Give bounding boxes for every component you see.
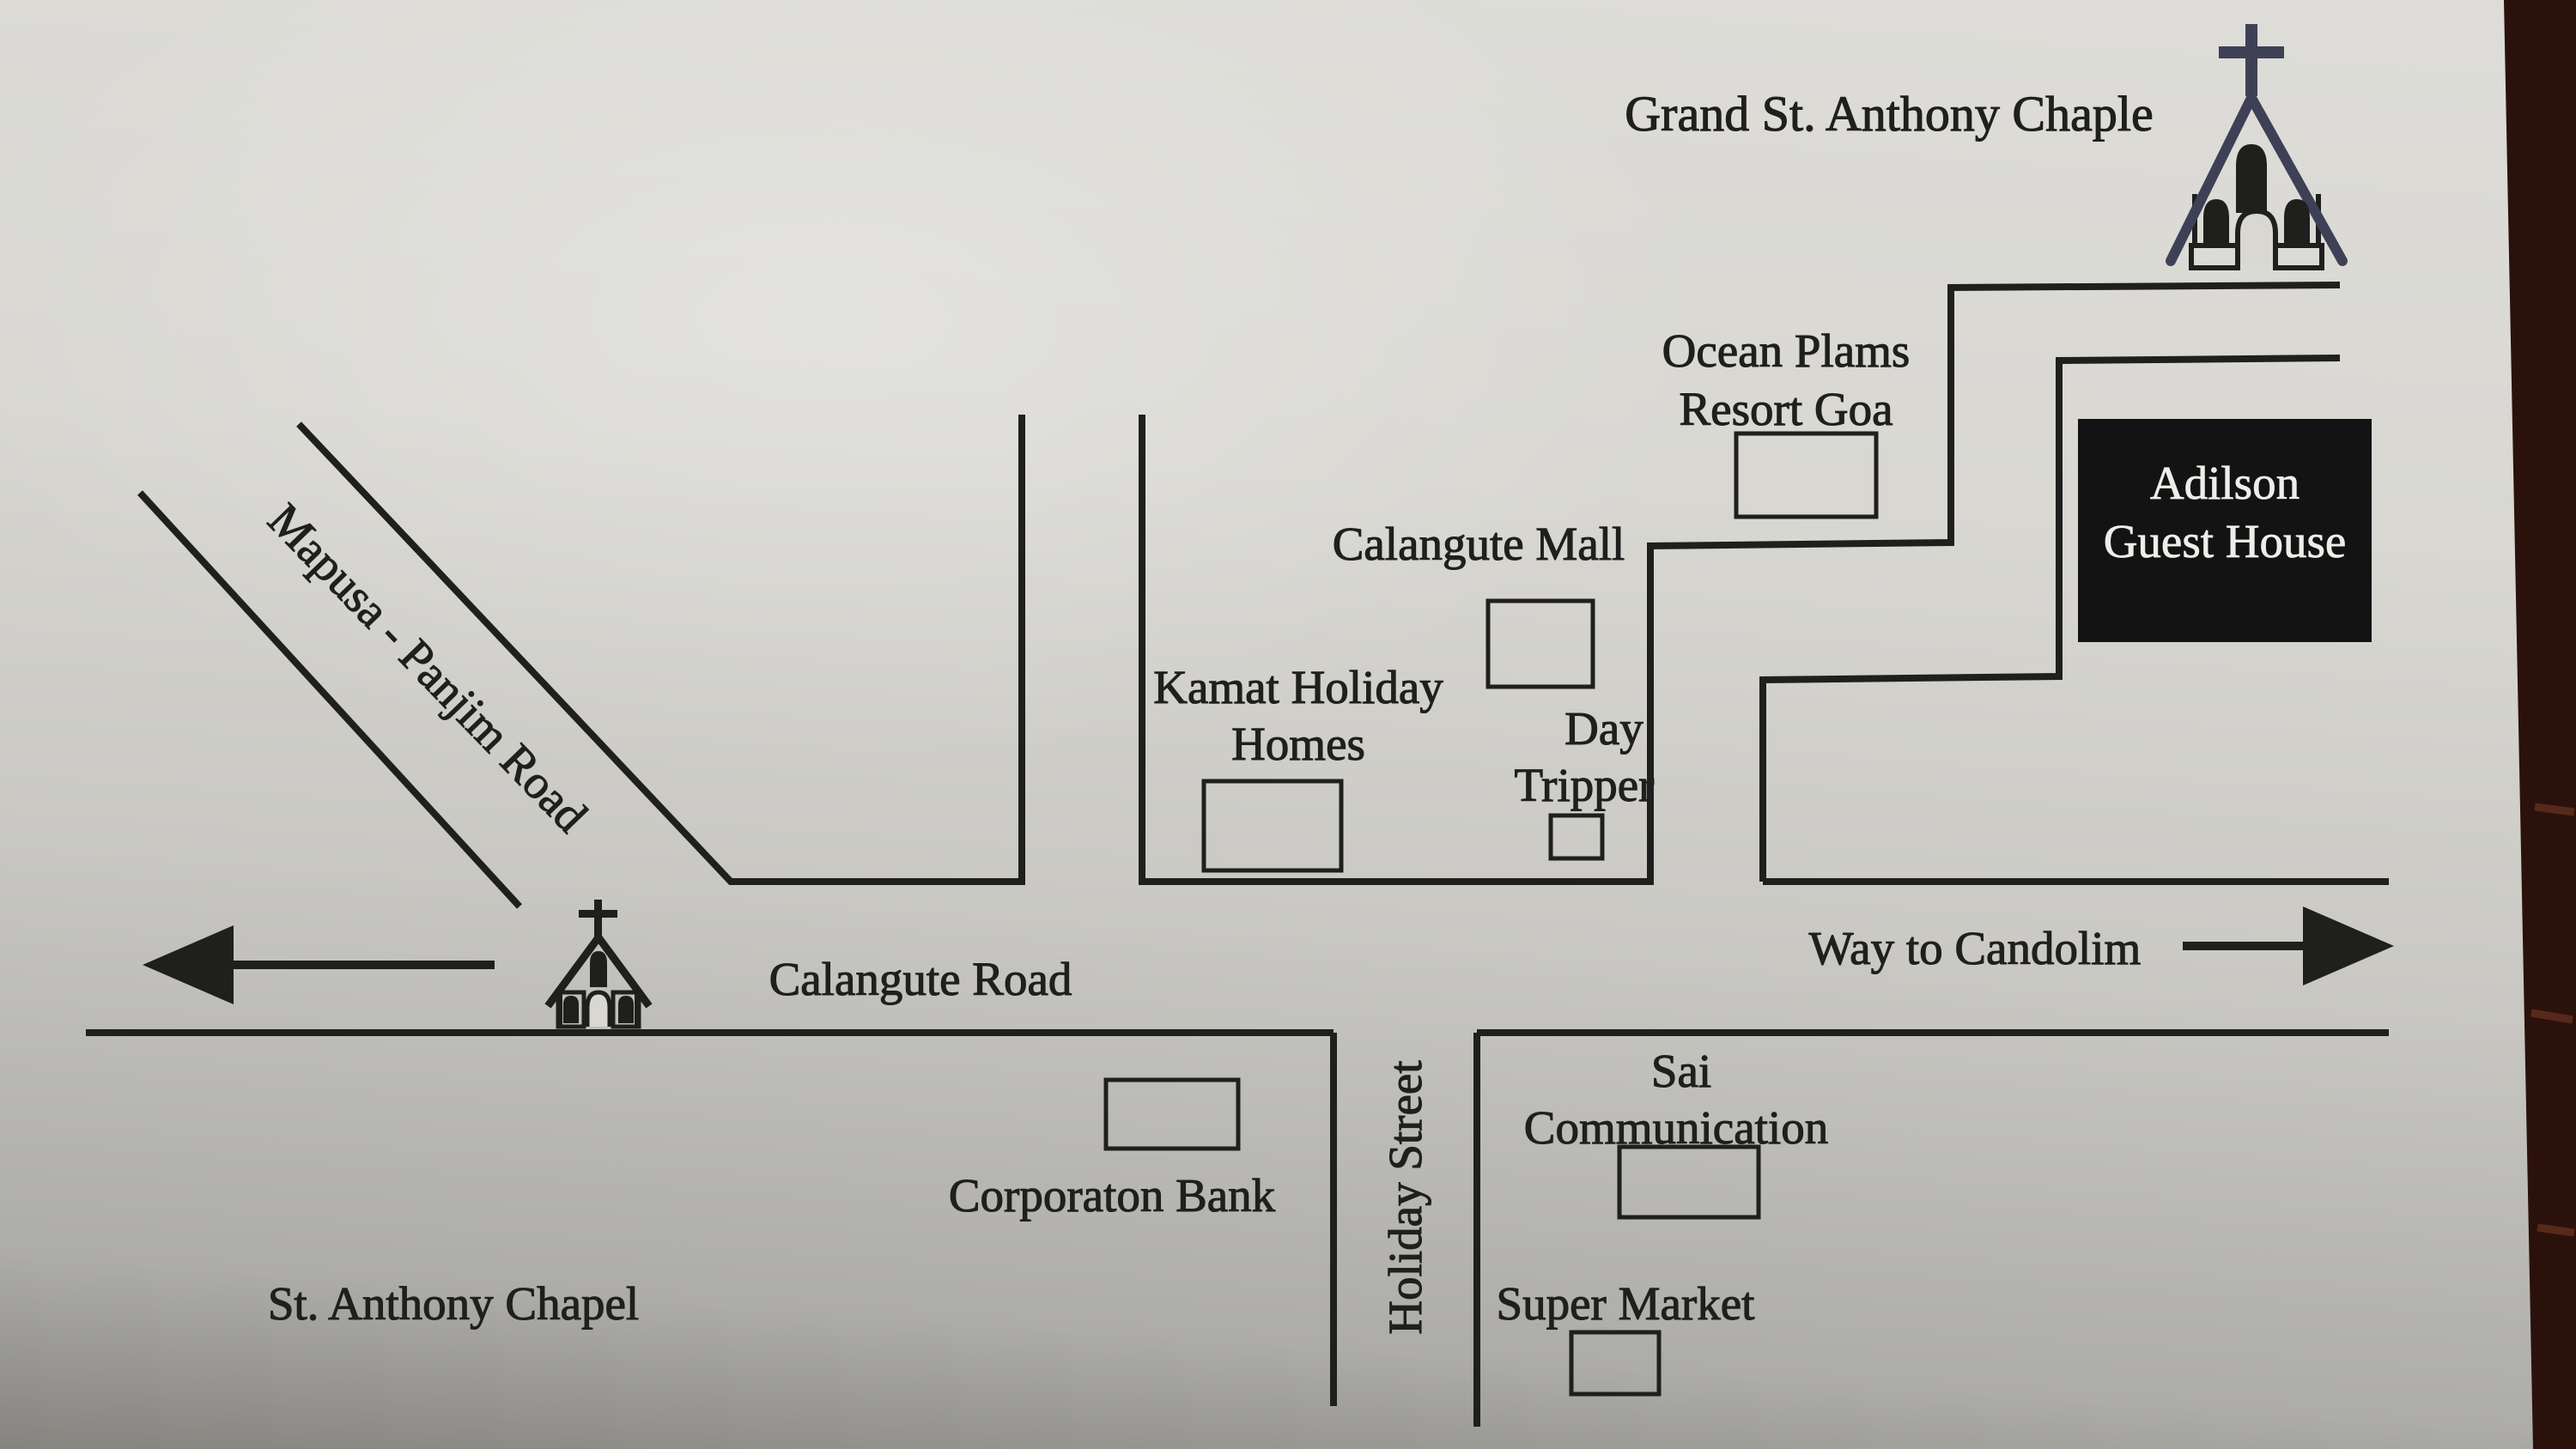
super-market-label: Super Market	[1497, 1277, 1755, 1330]
kamat-label-line1: Kamat Holiday	[1153, 661, 1443, 713]
grand-chapel-label: Grand St. Anthony Chaple	[1625, 86, 2153, 142]
st-anthony-chapel-label: St. Anthony Chapel	[268, 1277, 639, 1330]
corporaton-bank-label: Corporaton Bank	[949, 1169, 1276, 1222]
sai-communication-label-line2: Communication	[1524, 1101, 1828, 1154]
day-tripper-label-line2: Tripper	[1515, 759, 1655, 811]
adilson-label-line2: Guest House	[2104, 515, 2347, 567]
arrow-left-icon	[143, 925, 495, 1004]
ocean-resort-label-line1: Ocean Plams	[1662, 324, 1911, 377]
day-tripper-box	[1548, 813, 1605, 861]
road-chapel-east-edge	[1759, 355, 2341, 882]
adilson-label-line1: Adilson	[2150, 457, 2300, 509]
roads	[86, 282, 2389, 1427]
way-to-candolim-label: Way to Candolim	[1809, 922, 2142, 974]
corporaton-bank-box	[1103, 1077, 1241, 1151]
super-market-box	[1569, 1330, 1662, 1397]
sai-communication-label-line1: Sai	[1651, 1045, 1711, 1097]
calangute-road-label: Calangute Road	[769, 953, 1072, 1005]
calangute-mall-label: Calangute Mall	[1333, 518, 1625, 570]
ocean-resort-box	[1734, 431, 1879, 519]
day-tripper-label-line1: Day	[1564, 702, 1643, 755]
road-side-street-east-and-chapel-west-edge	[1139, 282, 2341, 885]
calangute-mall-box	[1485, 598, 1595, 689]
sai-communication-box	[1617, 1144, 1761, 1220]
photo-edge	[2504, 0, 2576, 1449]
building-boxes	[1103, 419, 2372, 1397]
church-icon-small	[544, 900, 653, 1029]
holiday-street-label: Holiday Street	[1379, 1060, 1431, 1334]
ocean-resort-label-line2: Resort Goa	[1680, 383, 1893, 435]
road-mapusa-west-edge	[137, 490, 522, 909]
arrow-right-icon	[2183, 906, 2394, 985]
road-mapusa-east-edge	[296, 421, 1022, 885]
church-icon-grand	[2166, 24, 2348, 270]
mapusa-road-label: Mapusa - Panjim Road	[258, 494, 598, 842]
adilson-guest-house-box	[2078, 419, 2372, 642]
kamat-homes-box	[1201, 779, 1344, 873]
photo-border-right	[2504, 0, 2576, 1449]
kamat-label-line2: Homes	[1231, 718, 1365, 770]
